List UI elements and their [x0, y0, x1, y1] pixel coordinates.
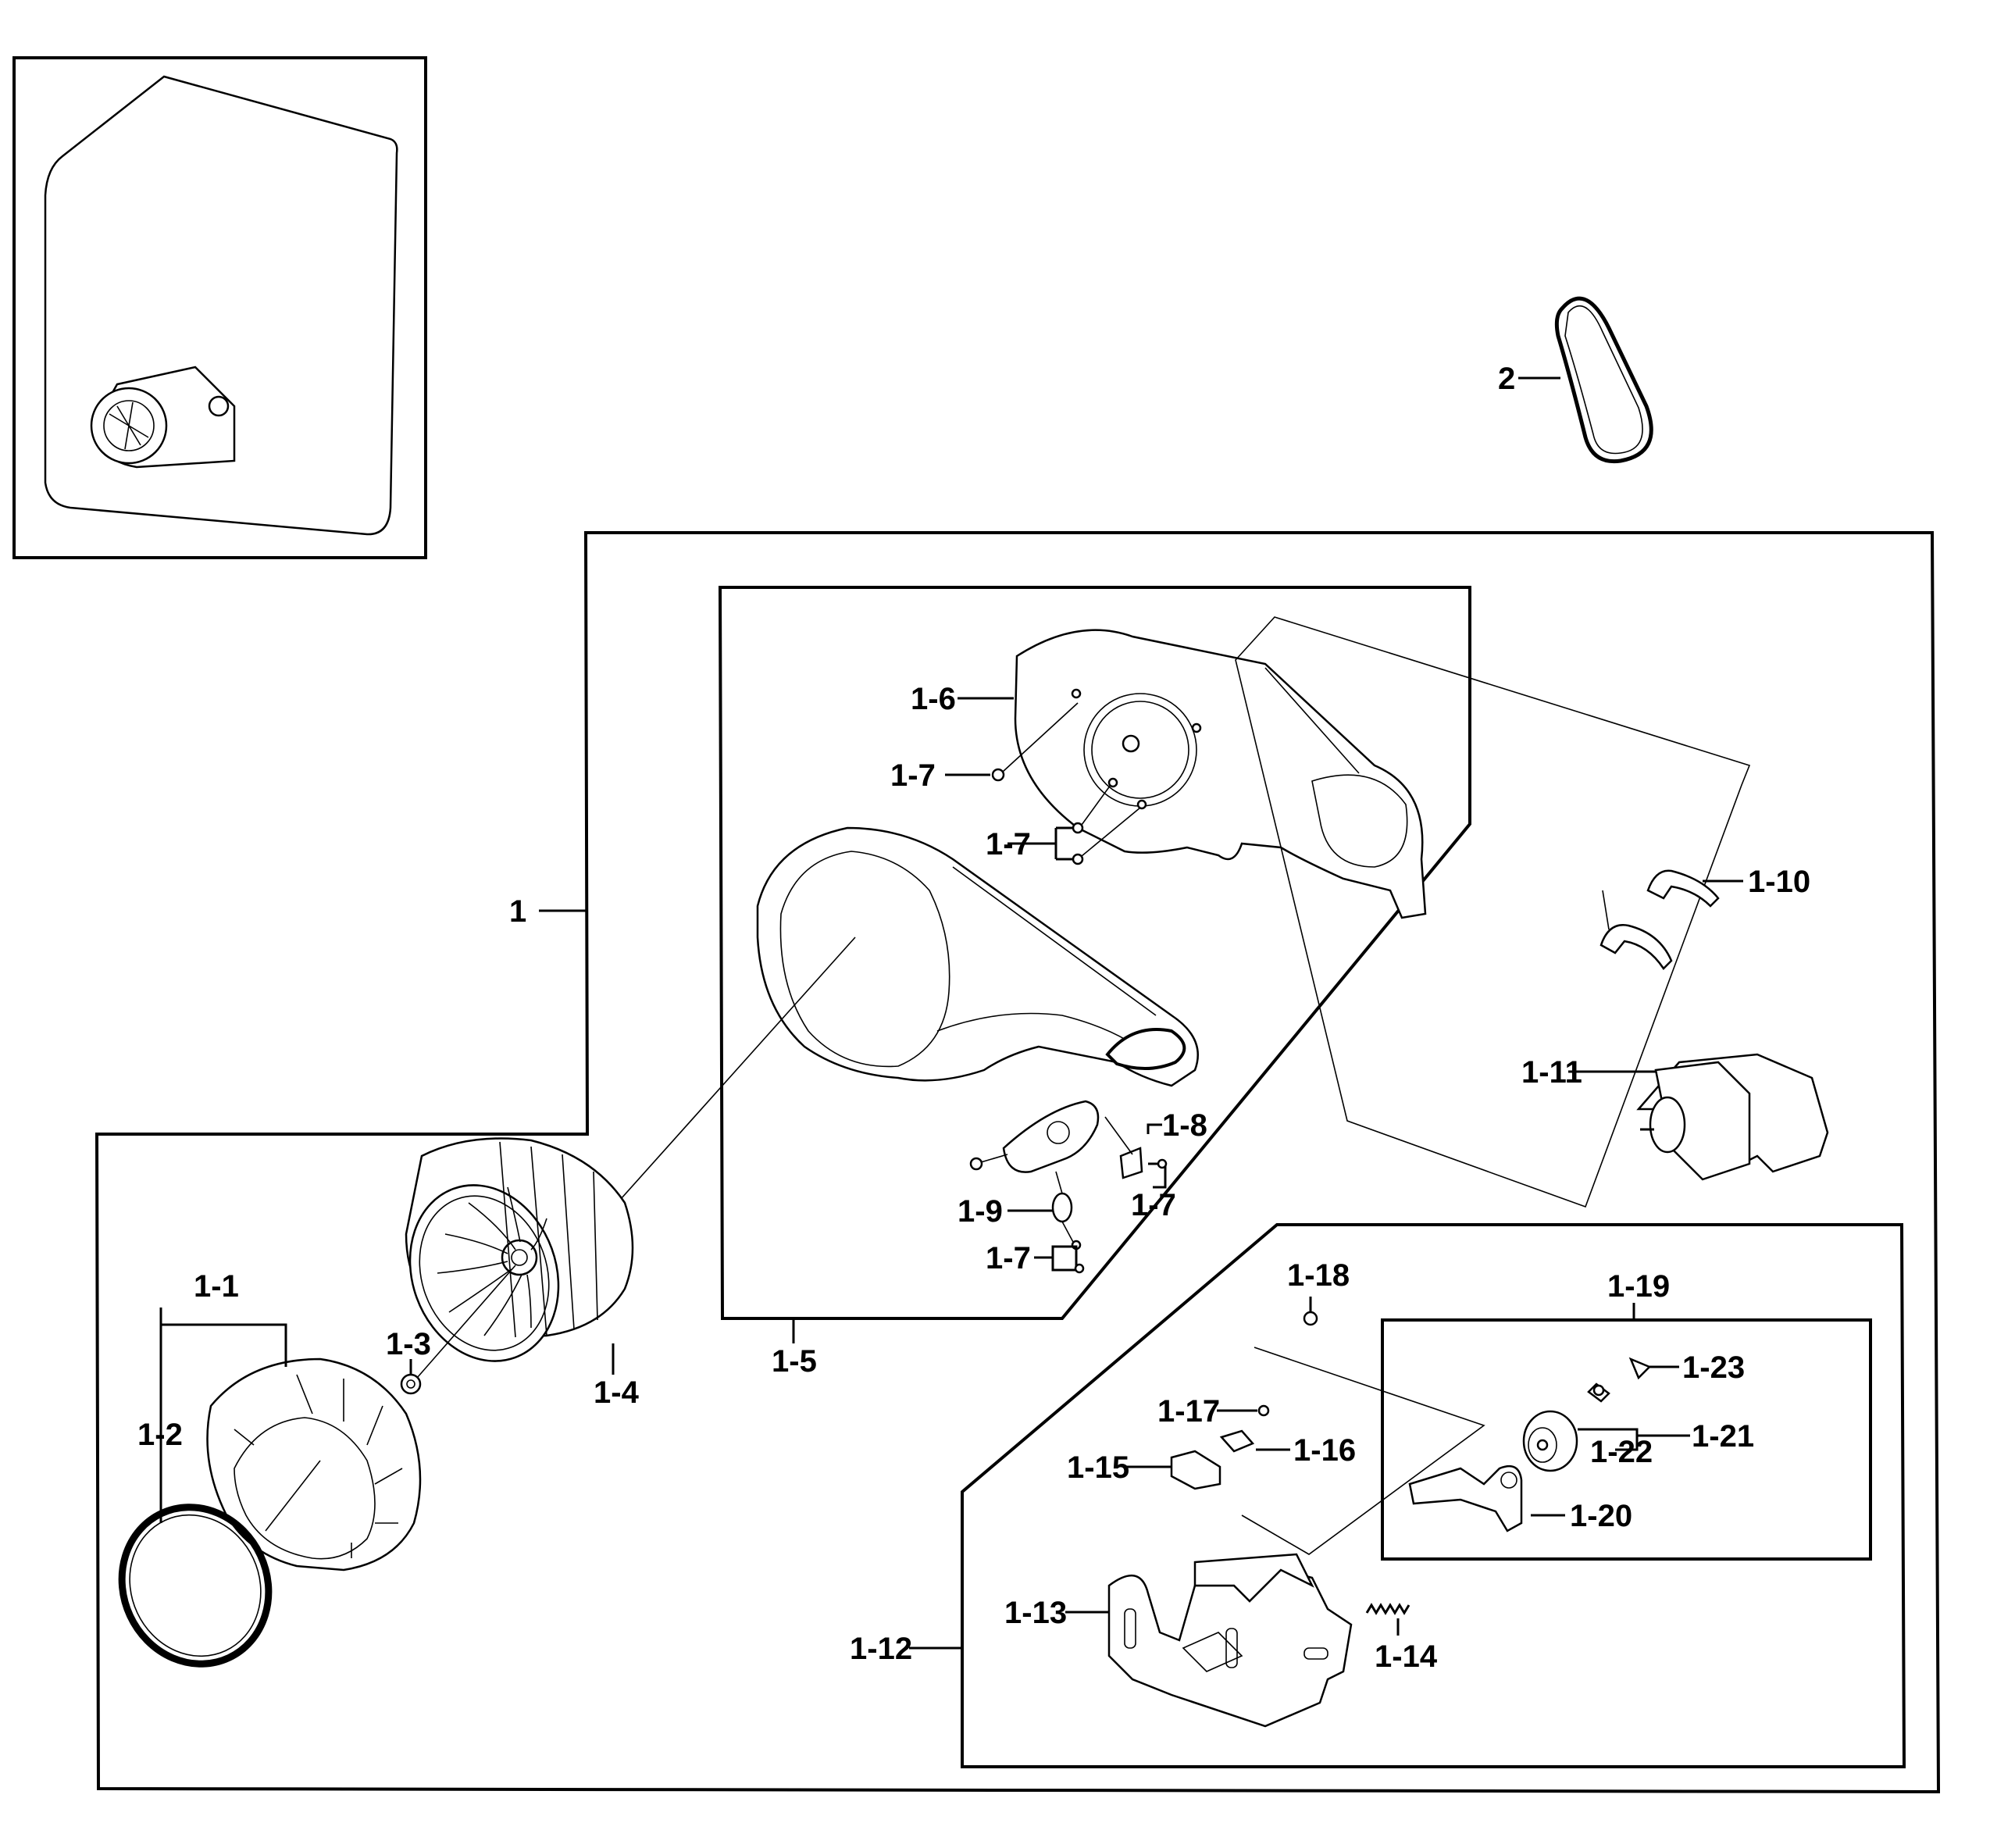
- callout-1-18: 1-18: [1287, 1258, 1350, 1293]
- part-screw-1-18: [1241, 1297, 1485, 1555]
- callout-1: 1: [509, 894, 526, 929]
- part-motor-switch: [1126, 1450, 1221, 1490]
- callout-1-5: 1-5: [772, 1344, 817, 1379]
- subassembly-1-19-outline: [1381, 1318, 1872, 1561]
- screws-1-7-rear-cover: [945, 702, 1141, 865]
- callout-1-16: 1-16: [1293, 1433, 1356, 1468]
- part-blower-ring: [206, 1357, 422, 1572]
- callout-1-7-a: 1-7: [890, 758, 936, 793]
- callout-1-11: 1-11: [1521, 1055, 1582, 1090]
- part-screw-1-17: [1217, 1404, 1270, 1417]
- inset-dryer-overview: [12, 56, 427, 559]
- callout-1-20: 1-20: [1570, 1499, 1632, 1533]
- callout-1-17: 1-17: [1157, 1394, 1220, 1429]
- motor-mount-outline: [1235, 616, 1751, 1208]
- callout-1-3: 1-3: [386, 1327, 431, 1361]
- part-tension-spring: [1365, 1603, 1410, 1636]
- callout-1-19: 1-19: [1607, 1269, 1670, 1304]
- assembly-1-outline: [95, 531, 1941, 1794]
- callout-1-15: 1-15: [1067, 1450, 1129, 1485]
- callout-1-4: 1-4: [594, 1375, 640, 1410]
- callout-1-9: 1-9: [958, 1194, 1003, 1229]
- part-drive-motor: [1636, 1053, 1829, 1181]
- part-blower-nut: [400, 1265, 516, 1395]
- callout-1-7-c: 1-7: [1131, 1188, 1176, 1222]
- callout-1-7-d: 1-7: [986, 1241, 1031, 1275]
- callout-1-12: 1-12: [850, 1632, 912, 1666]
- callout-1-10: 1-10: [1748, 865, 1810, 899]
- inset-blower-assembly: [90, 366, 236, 469]
- callout-1-21: 1-21: [1692, 1419, 1754, 1454]
- part-idler-arm: [1408, 1464, 1523, 1532]
- subassembly-1-12-outline: [961, 1223, 1906, 1768]
- callout-1-13: 1-13: [1004, 1596, 1067, 1630]
- part-idler-pulley: [1522, 1410, 1578, 1472]
- part-motor-clamps: [1599, 869, 1720, 970]
- callout-1-22: 1-22: [1590, 1435, 1653, 1469]
- part-thermostat-bracket: [969, 1100, 1168, 1189]
- part-drive-belt: 2: [1498, 296, 1653, 464]
- callout-1-23: 1-23: [1682, 1350, 1745, 1385]
- callout-1-8: 1-8: [1162, 1108, 1207, 1143]
- part-motor-frame: [1107, 1553, 1353, 1728]
- part-blower-wheel: [405, 1137, 634, 1362]
- part-pulley-shaft: [1587, 1357, 1679, 1403]
- callout-1-7-b: 1-7: [986, 827, 1031, 862]
- callout-1-2: 1-2: [137, 1418, 183, 1452]
- part-thermal-fuse: [1051, 1171, 1082, 1250]
- callout-1-6: 1-6: [911, 682, 956, 716]
- subassembly-1-5-outline: [718, 586, 1471, 1320]
- callout-1-1: 1-1: [194, 1269, 239, 1304]
- callout-2: 2: [1498, 362, 1515, 396]
- part-housing-front: [756, 826, 1199, 1087]
- part-housing-rear-cover: [1014, 629, 1427, 919]
- callout-1-14: 1-14: [1375, 1639, 1438, 1674]
- part-switch-bracket: [1219, 1429, 1290, 1453]
